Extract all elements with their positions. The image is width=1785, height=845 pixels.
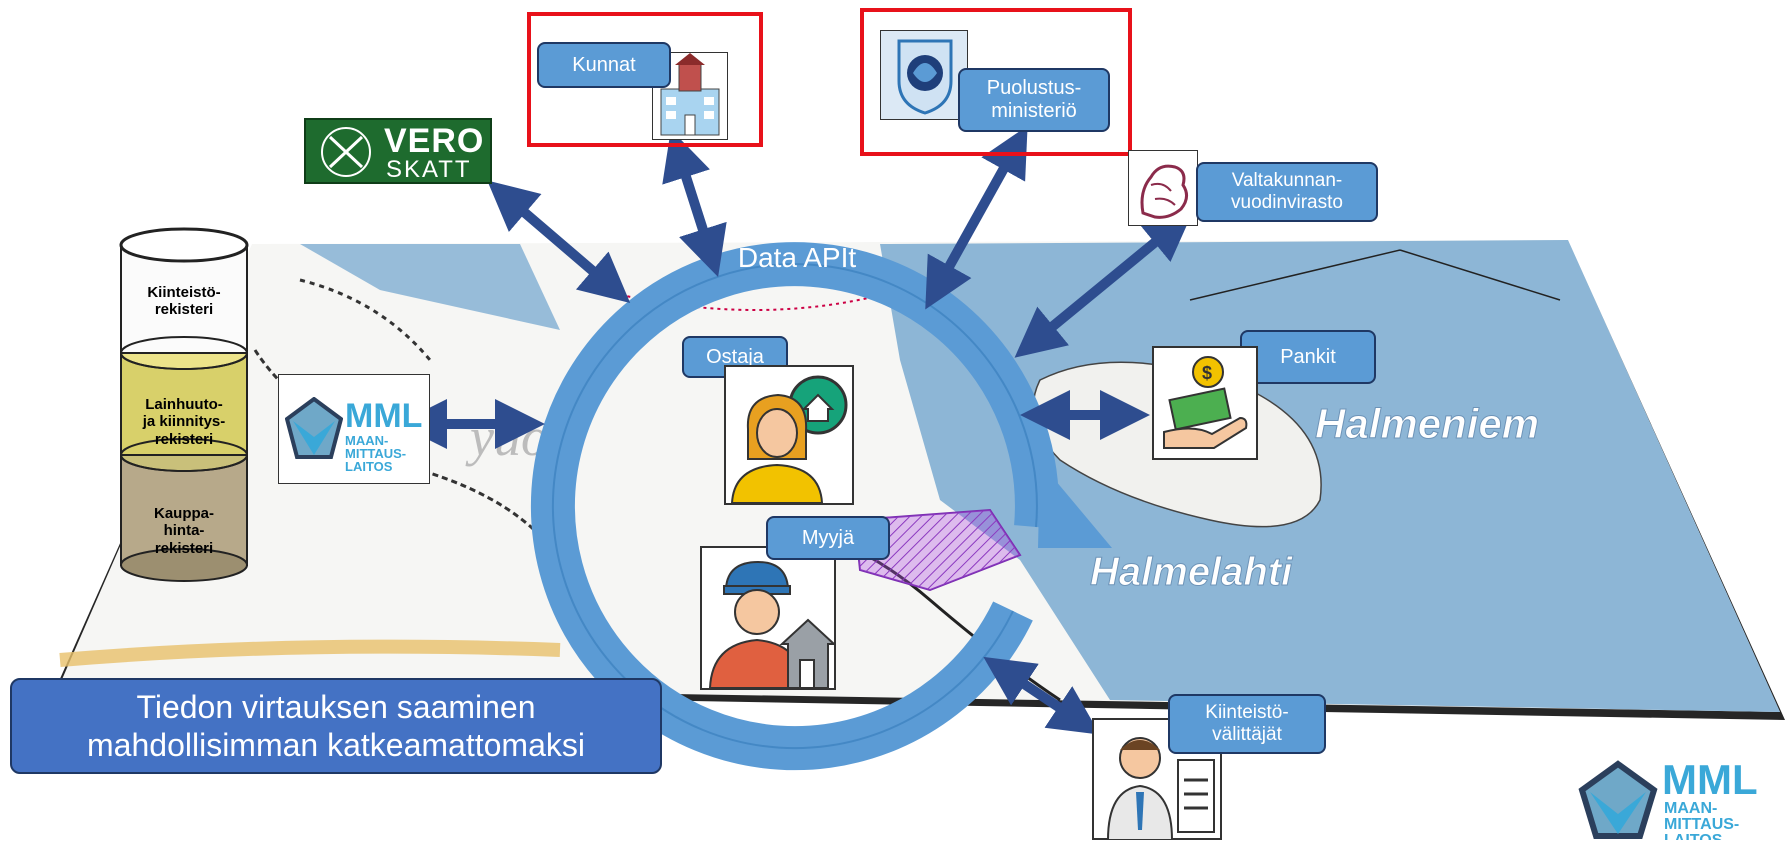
town-hall-icon <box>652 52 728 140</box>
money-hand-icon: $ <box>1152 346 1258 460</box>
agents-label: Kiinteistö- välittäjät <box>1168 694 1326 754</box>
vero-logo-line1: VERO <box>384 122 485 160</box>
map-label-bay: Halmelahti <box>1090 550 1293 594</box>
seller-man-house-icon <box>700 546 837 690</box>
water-area <box>880 240 1780 712</box>
mml-box-line2: MAAN- <box>345 433 389 448</box>
vero-emblem-icon <box>321 127 371 177</box>
caption-line2: mahdollisimman katkeamattomaksi <box>87 727 585 763</box>
parcel-area <box>853 508 1022 592</box>
buyer-woman-house-icon <box>724 365 854 505</box>
real-estate-agent-icon <box>1092 718 1222 841</box>
arrow-vero <box>487 180 631 304</box>
mml-corner-line4: LAITOS <box>1664 832 1722 840</box>
arrow-archive <box>1014 210 1194 358</box>
mml-box-line3: MITTAUS- <box>345 446 407 461</box>
archive-label: Valtakunnan- vuodinvirasto <box>1196 162 1378 222</box>
vero-logo: VERO SKATT <box>304 118 492 184</box>
mml-box-line4: LAITOS <box>345 459 393 474</box>
mml-corner-line2: MAAN- <box>1664 800 1718 817</box>
caption-line1: Tiedon virtauksen saaminen <box>136 688 536 725</box>
caption-box: Tiedon virtauksen saaminen mahdollisimma… <box>10 678 662 774</box>
heraldic-lion-icon <box>1128 150 1198 226</box>
mml-logo-box: MML MAAN- MITTAUS- LAITOS <box>278 374 430 484</box>
register-property: Kiinteistö- rekisteri <box>147 284 221 319</box>
map-label-cape: Halmeniem <box>1315 400 1539 447</box>
mml-logo-corner: MML MAAN- MITTAUS- LAITOS <box>1578 756 1785 840</box>
svg-text:$: $ <box>1202 363 1212 383</box>
kunnat-highlight-frame <box>527 12 763 147</box>
defence-label: Puolustus- ministeriö <box>958 68 1110 132</box>
mml-corner-emblem-icon <box>1578 760 1658 839</box>
vero-logo-line2: SKATT <box>386 156 472 183</box>
kunnat-label: Kunnat <box>537 42 671 88</box>
ring-arrowhead <box>1038 462 1112 548</box>
arrow-defence <box>925 125 1028 310</box>
defence-highlight-frame <box>860 8 1132 156</box>
defence-ministry-lion-emblem-icon <box>880 30 968 120</box>
mml-corner-line1: MML <box>1662 756 1758 803</box>
mml-emblem-icon <box>285 397 343 459</box>
register-stack <box>119 227 249 582</box>
mml-box-line1: MML <box>345 397 423 435</box>
register-title: Lainhuuto- ja kiinnitys- rekisteri <box>142 396 226 448</box>
seller-label: Myyjä <box>766 516 890 560</box>
arrow-kunnat <box>662 129 727 278</box>
banks-label: Pankit <box>1240 330 1376 384</box>
register-price: Kauppa- hinta- rekisteri <box>154 505 214 557</box>
hub-label: Data APIt <box>737 242 857 273</box>
arrow-agents <box>983 656 1100 735</box>
mml-corner-line3: MITTAUS- <box>1664 816 1740 833</box>
